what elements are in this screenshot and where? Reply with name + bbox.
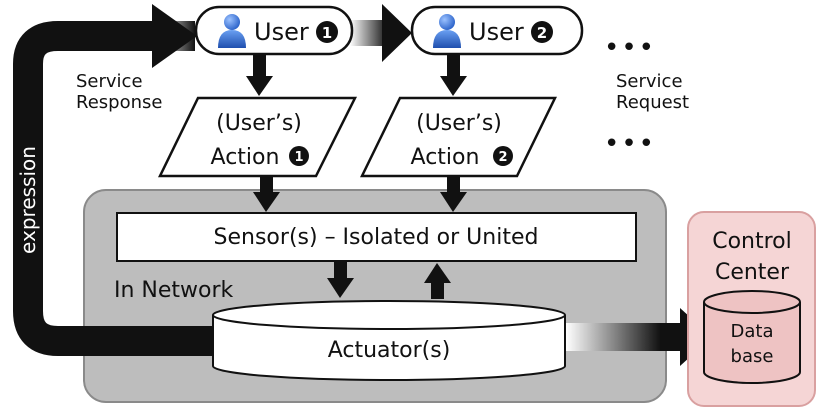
action-2-node: (User’s) Action 2 [360, 96, 557, 178]
service-response-label-line1: Service [76, 71, 143, 92]
actuator-to-sensor-arrow-shaft [431, 281, 444, 299]
expression-arrow-head [152, 4, 197, 68]
middle-ellipsis: ••• [604, 129, 656, 159]
user-to-user-arrow-head [382, 4, 412, 62]
action-2-line1: (User’s) [416, 111, 502, 136]
database-label-line2: base [731, 346, 774, 367]
user-to-user-arrow-shaft [350, 20, 388, 46]
service-request-label-line1: Service [616, 71, 683, 92]
service-request-label-line2: Request [616, 92, 689, 113]
control-center-label-line1: Control [712, 229, 792, 254]
user2-to-action-arrow-shaft [447, 54, 460, 78]
user-icon [433, 14, 461, 48]
sensor-to-actuator-arrow-shaft [334, 262, 347, 280]
user1-to-action-arrow-head [246, 76, 273, 96]
action-2-number: 2 [498, 150, 507, 165]
user1-to-action-arrow-shaft [253, 54, 266, 78]
database-cylinder-top [703, 290, 801, 314]
action-2-number-badge [493, 146, 513, 166]
actuator-cylinder-body [212, 315, 566, 381]
user-2-number: 2 [537, 24, 547, 42]
user-1-node: User 1 [194, 5, 354, 56]
service-response-label-line2: Response [76, 92, 162, 113]
sensor-box [116, 212, 637, 262]
expression-label: expression [16, 146, 40, 254]
sensor-label: Sensor(s) – Isolated or United [214, 225, 539, 250]
top-ellipsis: ••• [604, 33, 656, 63]
action-2-line2: Action [411, 145, 480, 170]
sensor-to-actuator-arrow-head [327, 278, 354, 298]
actuator-to-sensor-arrow-head [424, 263, 451, 283]
user-2-number-badge [531, 21, 553, 43]
user-1-number: 1 [322, 24, 332, 42]
action-1-node: (User’s) Action 1 [158, 96, 358, 178]
actuator-to-database-arrow-shaft [566, 323, 692, 351]
user-2-label: User [469, 18, 524, 46]
action-1-number: 1 [294, 150, 303, 165]
action-1-line1: (User’s) [216, 111, 302, 136]
action-1-line2: Action [211, 145, 280, 170]
database-label-line1: Data [731, 321, 774, 342]
actuator-label: Actuator(s) [328, 338, 451, 363]
user-1-label: User [254, 18, 309, 46]
user2-to-action-arrow-head [440, 76, 467, 96]
control-center-label-line2: Center [715, 260, 790, 285]
action2-to-sensor-arrow-shaft [447, 176, 460, 194]
action-1-number-badge [289, 146, 309, 166]
database-cylinder: Data base [703, 290, 801, 384]
user-icon [218, 14, 246, 48]
action1-to-sensor-arrow-head [253, 192, 280, 212]
actuator-cylinder-top [212, 300, 566, 330]
action1-to-sensor-arrow-shaft [260, 176, 273, 194]
database-cylinder-body [703, 302, 801, 384]
user-1-number-badge [316, 21, 338, 43]
user-2-node: User 2 [410, 5, 584, 56]
actuator-cylinder: Actuator(s) [212, 300, 566, 381]
in-network-label: In Network [114, 278, 234, 303]
expression-loop-arrow [13, 21, 213, 356]
action2-to-sensor-arrow-head [440, 192, 467, 212]
